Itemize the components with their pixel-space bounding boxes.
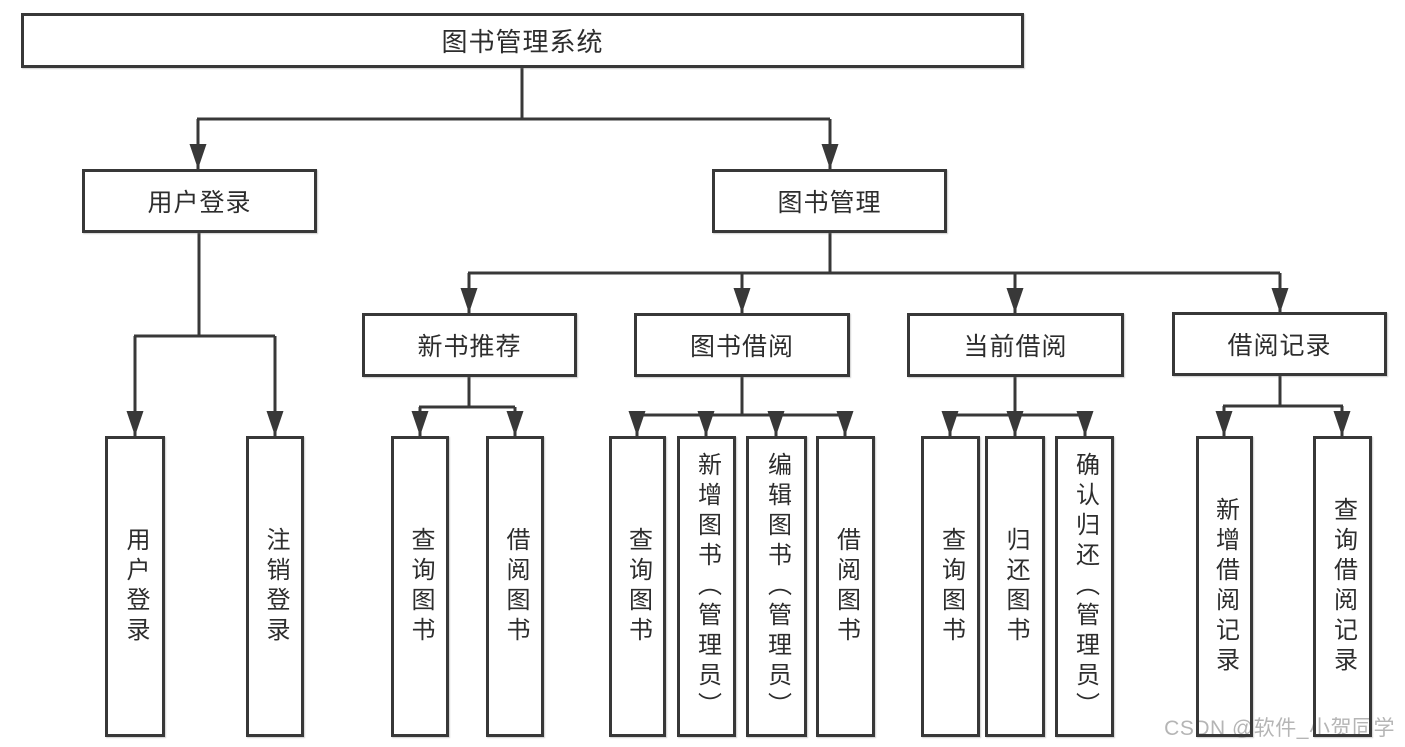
- node-current-borrow-label: 当前借阅: [963, 333, 1068, 361]
- node-leaf-query-borrow-record: 查询借阅记录: [1313, 436, 1372, 737]
- node-leaf-query-book-1: 查询图书: [391, 436, 449, 737]
- node-leaf-query-book-2-label: 查询图书: [624, 526, 652, 647]
- node-leaf-borrow-book-1-label: 借阅图书: [502, 526, 529, 647]
- node-book-management: 图书管理: [712, 169, 947, 233]
- node-leaf-borrow-book-1: 借阅图书: [486, 436, 544, 737]
- node-leaf-add-borrow-record: 新增借阅记录: [1196, 436, 1253, 737]
- node-leaf-return-book: 归还图书: [985, 436, 1045, 737]
- node-leaf-query-book-3: 查询图书: [921, 436, 980, 737]
- node-leaf-add-borrow-record-label: 新增借阅记录: [1211, 496, 1239, 677]
- connector-current-borrow-children: [941, 377, 1094, 436]
- node-leaf-confirm-return: 确认归还（管理员）: [1055, 436, 1114, 737]
- connector-book-borrow-children: [628, 377, 854, 436]
- node-leaf-return-book-label: 归还图书: [1002, 526, 1029, 647]
- node-user-login: 用户登录: [82, 169, 317, 233]
- node-leaf-edit-book: 编辑图书（管理员）: [746, 436, 807, 737]
- node-borrow-record-label: 借阅记录: [1227, 332, 1332, 360]
- connector-new-book-rec-children: [411, 377, 524, 436]
- node-leaf-add-book: 新增图书（管理员）: [677, 436, 736, 737]
- node-leaf-logout-label: 注销登录: [262, 526, 289, 647]
- connector-borrow-record-children: [1215, 376, 1351, 436]
- node-leaf-user-login-label: 用户登录: [122, 526, 149, 647]
- node-user-login-label: 用户登录: [147, 189, 252, 217]
- watermark: CSDN @软件_小贺同学: [1164, 717, 1395, 740]
- connector-user-login-children: [126, 233, 284, 436]
- connector-book-management-to-level3: [460, 233, 1289, 313]
- node-root-label: 图书管理系统: [441, 27, 604, 57]
- node-leaf-edit-book-label: 编辑图书（管理员）: [763, 451, 791, 722]
- node-leaf-user-login: 用户登录: [105, 436, 165, 737]
- node-book-borrow: 图书借阅: [634, 313, 850, 377]
- node-leaf-borrow-book-2-label: 借阅图书: [832, 526, 860, 647]
- node-borrow-record: 借阅记录: [1172, 312, 1387, 376]
- node-leaf-logout: 注销登录: [246, 436, 304, 737]
- node-leaf-query-book-2: 查询图书: [609, 436, 666, 737]
- node-leaf-query-book-3-label: 查询图书: [937, 526, 965, 647]
- node-new-book-recommend: 新书推荐: [362, 313, 577, 377]
- node-leaf-confirm-return-label: 确认归还（管理员）: [1071, 451, 1099, 722]
- connector-root-to-level2: [189, 68, 839, 169]
- node-root: 图书管理系统: [21, 13, 1024, 68]
- node-leaf-borrow-book-2: 借阅图书: [816, 436, 875, 737]
- node-book-management-label: 图书管理: [777, 189, 882, 217]
- node-new-book-recommend-label: 新书推荐: [417, 333, 522, 361]
- node-current-borrow: 当前借阅: [907, 313, 1124, 377]
- node-book-borrow-label: 图书借阅: [689, 333, 794, 361]
- node-leaf-query-book-1-label: 查询图书: [407, 526, 434, 647]
- node-leaf-add-book-label: 新增图书（管理员）: [693, 451, 721, 722]
- node-leaf-query-borrow-record-label: 查询借阅记录: [1329, 496, 1357, 677]
